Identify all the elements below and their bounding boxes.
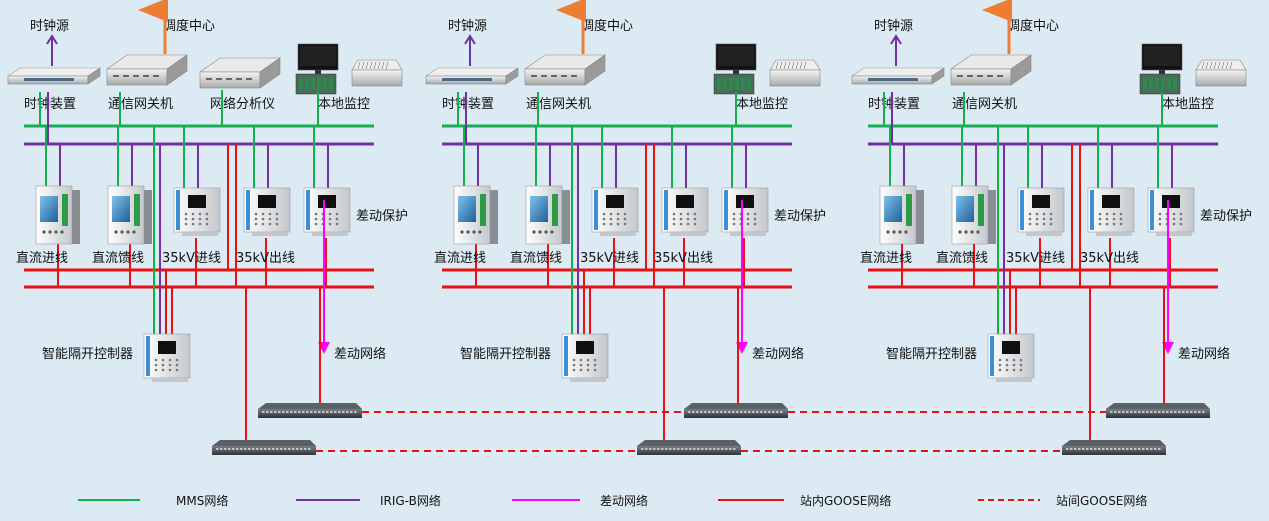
diff-network-label: 差动网络: [334, 346, 386, 362]
bay-label-0: 直流进线: [860, 251, 912, 266]
dc-protection-device-icon: [453, 185, 498, 245]
bay-label-2: 35kV进线: [580, 251, 639, 266]
ac-protection-device-icon: [661, 187, 709, 236]
local-monitor-label: 本地监控: [318, 97, 370, 112]
breaker-controller-label: 智能隔开控制器: [460, 347, 551, 362]
goose-switch-icon: [1106, 403, 1210, 418]
clock-device-label: 时钟装置: [24, 96, 76, 112]
gateway-label: 通信网关机: [526, 97, 591, 112]
ac-protection-device-icon: [1087, 187, 1135, 236]
goose-switch-icon: [637, 440, 741, 455]
clock-source-label: 时钟源: [30, 18, 69, 34]
bay-label-2: 35kV进线: [162, 251, 221, 266]
bay-label-3: 35kV出线: [1080, 251, 1139, 266]
printer-icon: [769, 59, 821, 87]
legend-irigb-label: IRIG-B网络: [380, 493, 441, 508]
bay-label-3: 35kV出线: [236, 251, 295, 266]
dc-protection-device-icon: [951, 185, 996, 245]
bay-label-2: 35kV进线: [1006, 251, 1065, 266]
breaker-controller-icon: [561, 333, 609, 382]
local-monitor-icon: [713, 43, 757, 95]
dispatch-center-label: 调度中心: [581, 18, 633, 34]
printer-icon: [1195, 59, 1247, 87]
ac-protection-device-icon: [243, 187, 291, 236]
diff-protection-label: 差动保护: [356, 209, 408, 224]
legend-goose-inter-label: 站间GOOSE网络: [1056, 493, 1147, 508]
goose-switch-icon: [212, 440, 316, 455]
clock-source-arrow-icon: [464, 34, 476, 45]
goose-switch-icon: [684, 403, 788, 418]
bay-label-0: 直流进线: [434, 251, 486, 266]
clock-device-icon: [7, 67, 101, 85]
diff-protection-label: 差动保护: [774, 209, 826, 224]
gateway-server-icon: [524, 54, 606, 86]
clock-source-arrow-icon: [46, 34, 58, 45]
breaker-controller-icon: [987, 333, 1035, 382]
ac-protection-device-icon: [303, 187, 351, 236]
network-analyzer-icon: [199, 57, 281, 89]
bay-label-1: 直流馈线: [510, 251, 562, 266]
goose-switch-icon: [258, 403, 362, 418]
legend-diff-label: 差动网络: [600, 493, 648, 508]
legend-goose-inner-label: 站内GOOSE网络: [800, 493, 891, 508]
local-monitor-icon: [1139, 43, 1183, 95]
legend-mms-label: MMS网络: [176, 493, 228, 508]
clock-device-icon: [851, 67, 945, 85]
breaker-controller-label: 智能隔开控制器: [886, 347, 977, 362]
printer-icon: [351, 59, 403, 87]
goose-switch-icon: [1062, 440, 1166, 455]
local-monitor-icon: [295, 43, 339, 95]
dispatch-center-label: 调度中心: [1007, 18, 1059, 34]
network-analyzer-label: 网络分析仪: [210, 96, 275, 112]
gateway-server-icon: [950, 54, 1032, 86]
gateway-server-icon: [106, 54, 188, 86]
dc-protection-device-icon: [107, 185, 152, 245]
bay-label-1: 直流馈线: [92, 251, 144, 266]
diff-network-label: 差动网络: [1178, 346, 1230, 362]
ac-protection-device-icon: [1017, 187, 1065, 236]
gateway-label: 通信网关机: [108, 97, 173, 112]
clock-device-label: 时钟装置: [868, 96, 920, 112]
clock-source-arrow-icon: [890, 34, 902, 45]
breaker-controller-label: 智能隔开控制器: [42, 347, 133, 362]
dc-protection-device-icon: [35, 185, 80, 245]
diff-protection-label: 差动保护: [1200, 209, 1252, 224]
breaker-controller-icon: [143, 333, 191, 382]
clock-source-label: 时钟源: [448, 18, 487, 34]
clock-device-label: 时钟装置: [442, 96, 494, 112]
diff-network-label: 差动网络: [752, 346, 804, 362]
dc-protection-device-icon: [879, 185, 924, 245]
dispatch-center-label: 调度中心: [163, 18, 215, 34]
ac-protection-device-icon: [591, 187, 639, 236]
local-monitor-label: 本地监控: [1162, 97, 1214, 112]
ac-protection-device-icon: [721, 187, 769, 236]
dc-protection-device-icon: [525, 185, 570, 245]
ac-protection-device-icon: [1147, 187, 1195, 236]
ac-protection-device-icon: [173, 187, 221, 236]
gateway-label: 通信网关机: [952, 97, 1017, 112]
clock-source-label: 时钟源: [874, 18, 913, 34]
bay-label-0: 直流进线: [16, 251, 68, 266]
local-monitor-label: 本地监控: [736, 97, 788, 112]
bay-label-3: 35kV出线: [654, 251, 713, 266]
bay-label-1: 直流馈线: [936, 251, 988, 266]
clock-device-icon: [425, 67, 519, 85]
